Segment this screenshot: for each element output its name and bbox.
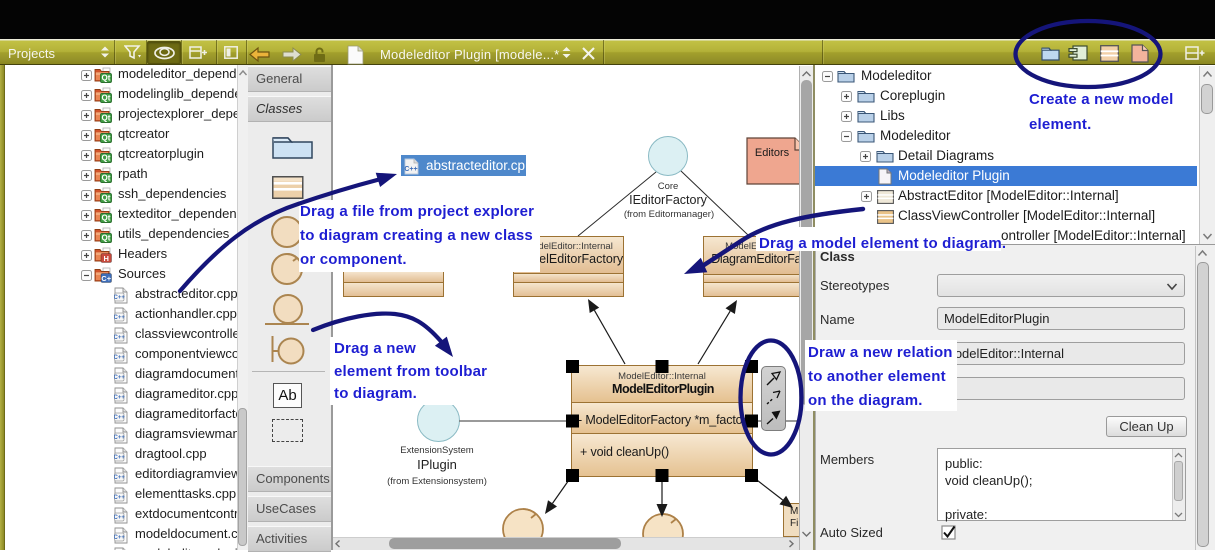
- svg-text:Qt: Qt: [102, 114, 111, 123]
- svg-text:Qt: Qt: [102, 94, 111, 103]
- svg-text:C++: C++: [114, 455, 125, 461]
- svg-text:C++: C++: [114, 495, 125, 501]
- svg-text:C++: C++: [114, 415, 125, 421]
- svg-text:Qt: Qt: [102, 154, 111, 163]
- svg-text:C+: C+: [101, 274, 111, 283]
- svg-text:C++: C++: [114, 515, 125, 521]
- svg-text:C++: C++: [114, 335, 125, 341]
- svg-text:C++: C++: [114, 315, 125, 321]
- svg-text:C++: C++: [114, 475, 125, 481]
- svg-text:C++: C++: [114, 435, 125, 441]
- svg-text:Qt: Qt: [102, 214, 111, 223]
- svg-text:H: H: [103, 254, 108, 263]
- svg-text:C++: C++: [114, 535, 125, 541]
- svg-text:C++: C++: [404, 166, 417, 173]
- svg-text:Qt: Qt: [102, 234, 111, 243]
- svg-text:Qt: Qt: [102, 174, 111, 183]
- svg-text:C++: C++: [114, 395, 125, 401]
- svg-text:C++: C++: [114, 355, 125, 361]
- svg-text:Qt: Qt: [102, 134, 111, 143]
- svg-text:Qt: Qt: [102, 194, 111, 203]
- svg-text:Qt: Qt: [102, 74, 111, 83]
- svg-text:C++: C++: [114, 375, 125, 381]
- svg-text:C++: C++: [114, 295, 125, 301]
